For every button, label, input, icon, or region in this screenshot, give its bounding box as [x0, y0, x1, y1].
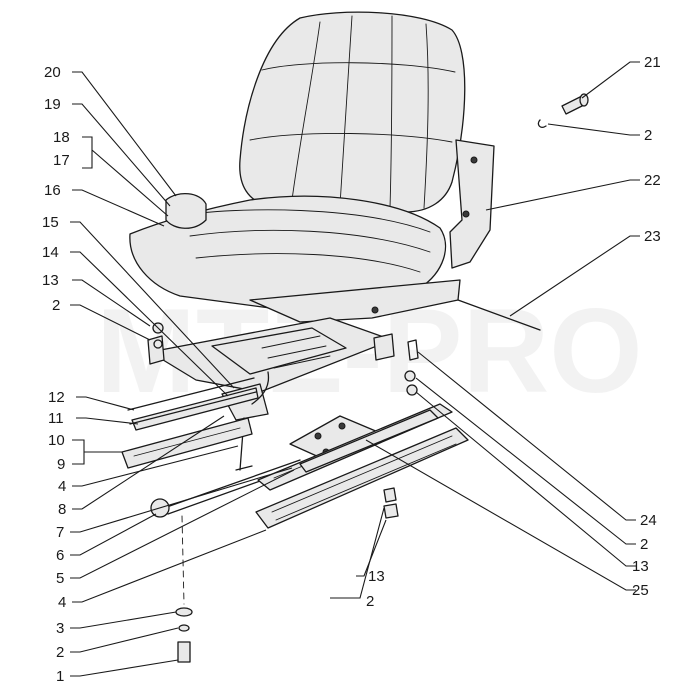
part-labels: 20 19 18 17 16 15 14 13 2 12 11 10 9 4 8…: [42, 54, 661, 685]
spacer-rod: [457, 299, 541, 331]
lower-slide-rails: [255, 403, 469, 529]
label-10: 10: [48, 432, 65, 449]
label-19: 19: [44, 96, 61, 113]
label-24: 24: [640, 512, 657, 529]
suspension-frame: [147, 317, 395, 393]
label-1: 1: [56, 668, 64, 685]
label-6: 6: [56, 547, 64, 564]
right-fasteners: [404, 339, 419, 396]
label-22: 22: [644, 172, 661, 189]
label-20: 20: [44, 64, 61, 81]
label-9: 9: [57, 456, 65, 473]
bolt-assembly: [175, 515, 193, 663]
label-21: 21: [644, 54, 661, 71]
label-2-center: 2: [366, 593, 374, 610]
seat-backrest: [239, 11, 466, 213]
pivot-pin: [537, 93, 589, 128]
label-5: 5: [56, 570, 64, 587]
label-2-top-right: 2: [644, 127, 652, 144]
label-15: 15: [42, 214, 59, 231]
label-2-bottom: 2: [56, 644, 64, 661]
seat-base-plate: [249, 279, 461, 323]
label-25: 25: [632, 582, 649, 599]
bottom-nut-washer: [383, 487, 399, 519]
backrest-side-bracket: [449, 139, 495, 269]
label-2-right: 2: [640, 536, 648, 553]
label-3: 3: [56, 620, 64, 637]
label-4-upper: 4: [58, 478, 66, 495]
leader-lines: [70, 61, 640, 677]
label-18: 18: [53, 129, 70, 146]
label-8: 8: [58, 501, 66, 518]
label-4-lower: 4: [58, 594, 66, 611]
label-2-left: 2: [52, 297, 60, 314]
seat-cushion: [129, 193, 447, 313]
label-13-right: 13: [632, 558, 649, 575]
label-11: 11: [48, 410, 64, 427]
label-13-center: 13: [368, 568, 385, 585]
label-13-left: 13: [42, 272, 59, 289]
label-17: 17: [53, 152, 70, 169]
label-7: 7: [56, 524, 64, 541]
label-14: 14: [42, 244, 59, 261]
label-23: 23: [644, 228, 661, 245]
label-16: 16: [44, 182, 61, 199]
left-slide-rails: [121, 377, 259, 469]
label-12: 12: [48, 389, 65, 406]
